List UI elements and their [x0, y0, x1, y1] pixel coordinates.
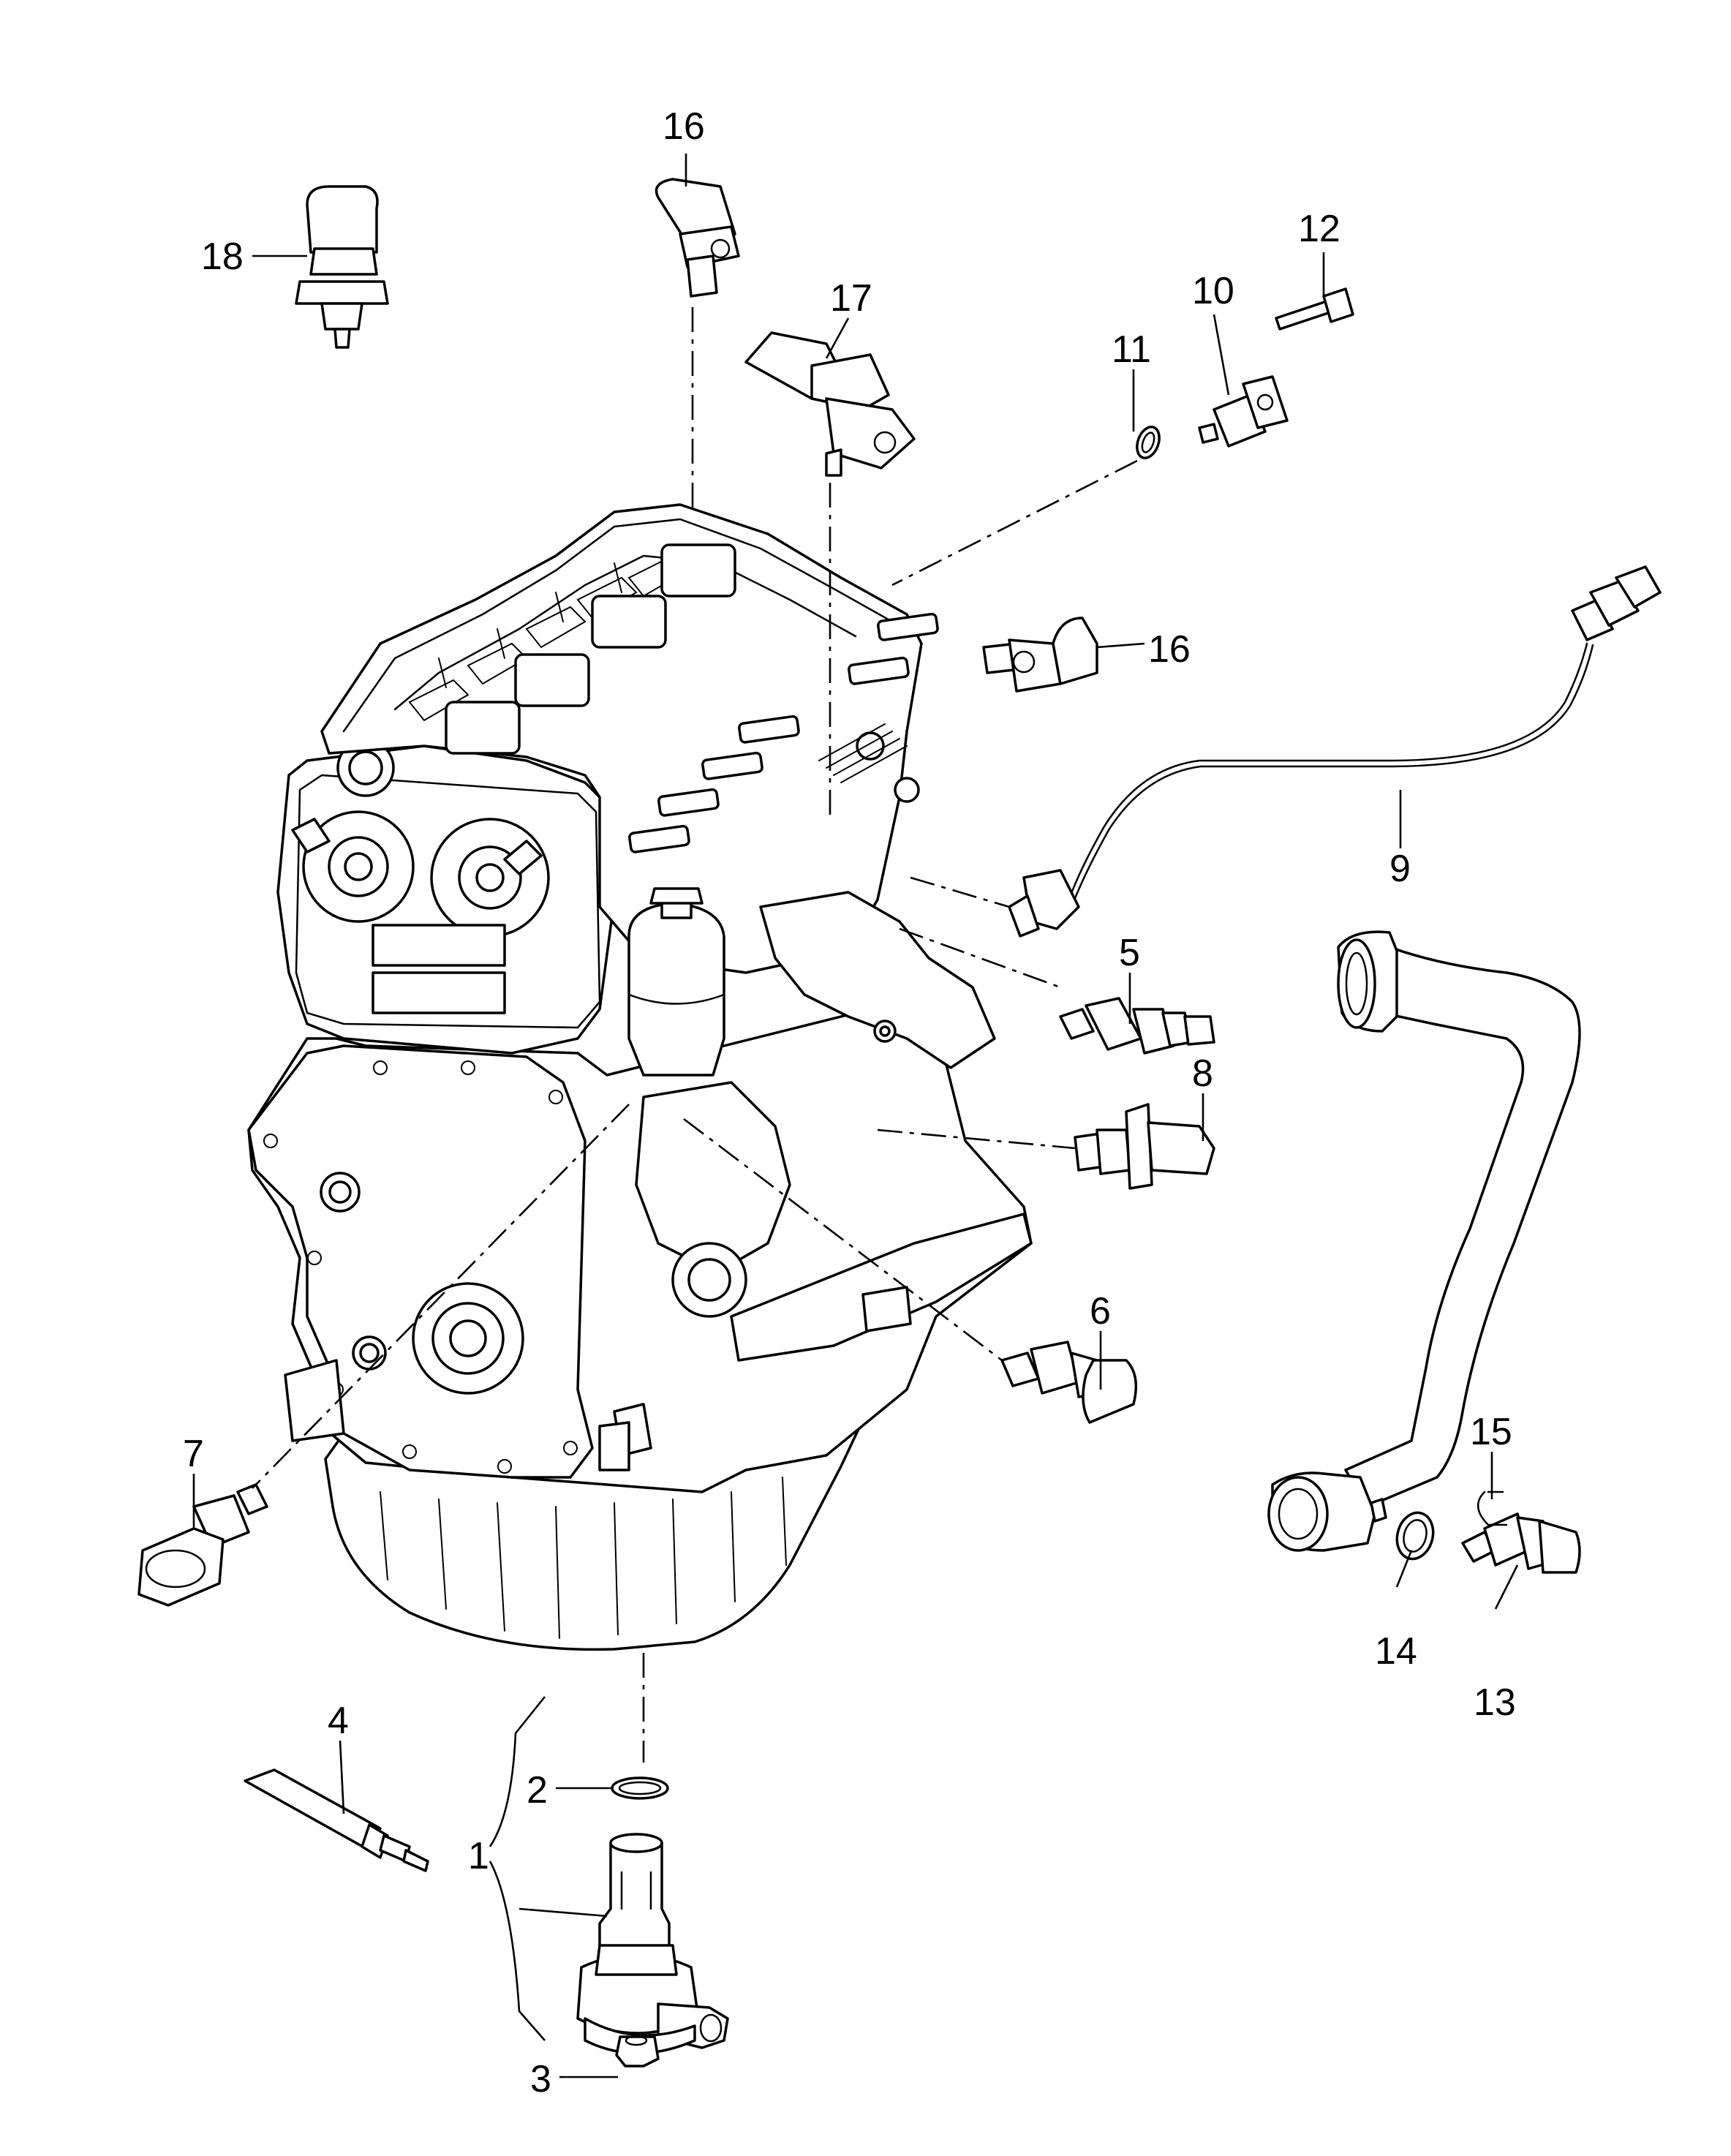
bolt-12[interactable] [1275, 287, 1354, 331]
callout-11: 11 [1112, 328, 1151, 371]
callout-3: 3 [530, 2058, 551, 2100]
callout-6: 6 [1090, 1290, 1111, 1333]
sensor-10[interactable] [1198, 375, 1289, 448]
callout-17: 17 [830, 277, 872, 320]
o-ring-11[interactable] [1133, 424, 1163, 461]
oil-level-sensor-1[interactable] [576, 1833, 729, 2055]
callout-8: 8 [1192, 1052, 1213, 1095]
clip-15[interactable] [1477, 1490, 1508, 1526]
callout-14: 14 [1375, 1630, 1417, 1673]
map-sensor-17[interactable] [744, 331, 916, 477]
engine-assembly [247, 503, 1033, 1651]
callout-7: 7 [183, 1433, 204, 1475]
temperature-sensor-18[interactable] [295, 185, 389, 349]
callout-1: 1 [468, 1835, 489, 1877]
wiring-harness-sensor-9[interactable] [1008, 565, 1662, 938]
o-ring-2[interactable] [611, 1776, 669, 1800]
callout-labels: 1 2 3 4 5 6 7 8 9 10 11 12 13 14 15 16 1… [183, 105, 1516, 2100]
oil-pressure-switch-6[interactable] [1000, 1341, 1138, 1424]
callout-18: 18 [201, 235, 244, 278]
callout-13: 13 [1474, 1681, 1516, 1724]
o-ring-14[interactable] [1392, 1509, 1438, 1563]
callout-16-top: 16 [663, 105, 705, 148]
callout-12: 12 [1298, 208, 1340, 250]
cam-sensor-16-right[interactable] [982, 617, 1098, 693]
callout-9: 9 [1389, 848, 1411, 890]
sealant-tube-4[interactable] [244, 1768, 429, 1872]
callout-2: 2 [527, 1769, 548, 1812]
callout-15: 15 [1470, 1411, 1512, 1453]
cam-sensor-16-top[interactable] [655, 178, 740, 298]
oil-pressure-switch-5[interactable] [1059, 997, 1215, 1055]
coolant-hose [1267, 930, 1581, 1552]
callout-4: 4 [328, 1700, 349, 1742]
oil-pressure-switch-7[interactable] [137, 1483, 268, 1607]
callout-5: 5 [1119, 932, 1140, 974]
coolant-temp-sensor-13[interactable] [1461, 1512, 1581, 1574]
callout-16-right: 16 [1148, 628, 1191, 671]
speed-sensor-8[interactable] [1074, 1103, 1215, 1190]
callout-10: 10 [1192, 270, 1234, 312]
assembly-lines [252, 307, 1138, 1763]
nut-3[interactable] [615, 2035, 660, 2068]
leader-lines [192, 154, 1519, 2078]
